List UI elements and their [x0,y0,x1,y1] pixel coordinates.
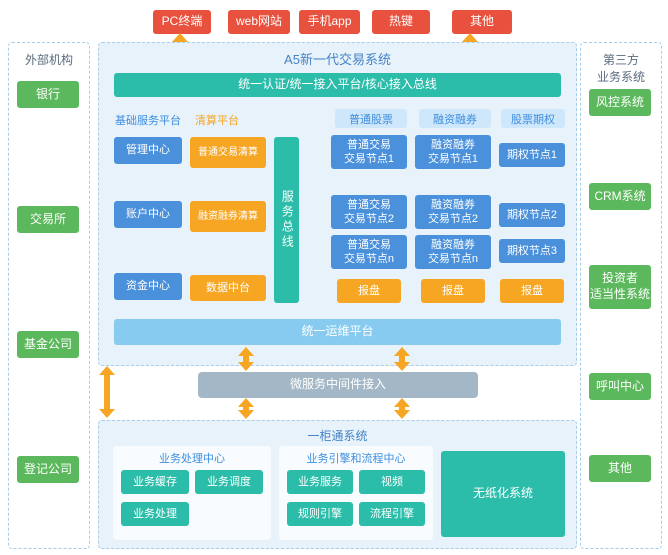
rule-engine-box: 规则引擎 [287,502,353,526]
margin-node-2: 融资融券 交易节点2 [415,195,491,229]
margin-node-n: 融资融券 交易节点n [415,235,491,269]
clearing-normal-trade: 普通交易清算 [190,137,266,168]
clearing-data-middle-platform: 数据中台 [190,275,266,301]
stock-quote-box: 报盘 [337,279,401,303]
engine-flow-label: 业务引擎和流程中心 [306,453,406,465]
external-org-bank: 银行 [17,81,79,108]
arrow-main-to-middleware-right [394,347,410,371]
counter-system-title: 一柜通系统 [307,429,368,443]
stock-node-n: 普通交易 交易节点n [331,235,407,269]
option-node-1: 期权节点1 [499,143,565,167]
margin-quote-box: 报盘 [421,279,485,303]
margin-column-label: 融资融券 [419,109,491,128]
unified-ops-platform-bar: 统一运维平台 [114,319,561,345]
counter-system-panel: 一柜通系统 业务处理中心 业务缓存 业务调度 业务处理 业务引擎和流程中心 业务… [98,420,577,549]
option-node-2: 期权节点2 [499,203,565,227]
clearing-platform-label: 清算平台 [195,115,239,127]
business-process-section: 业务处理中心 业务缓存 业务调度 业务处理 [113,446,271,540]
clearing-margin-trade: 融资融券清算 [190,201,266,232]
arrow-middleware-to-counter-right [394,398,410,419]
terminal-pc: PC终端 [153,10,211,34]
third-party-investor-suitability-system: 投资者 适当性系统 [589,265,651,309]
external-orgs-title: 外部机构 [24,53,73,67]
unified-access-bus-bar: 统一认证/统一接入平台/核心接入总线 [114,73,561,97]
a5-system-title: A5新一代交易系统 [284,52,391,67]
external-orgs-panel: 外部机构 银行 交易所 基金公司 登记公司 [8,42,90,549]
third-party-other: 其他 [589,455,651,482]
stock-column-label: 普通股票 [335,109,407,128]
terminal-mobile-app: 手机app [299,10,360,34]
stock-node-2: 普通交易 交易节点2 [331,195,407,229]
business-processing-box: 业务处理 [121,502,189,526]
third-party-panel: 第三方 业务系统 风控系统 CRM系统 投资者 适当性系统 呼叫中心 其他 [580,42,662,549]
third-party-risk-system: 风控系统 [589,89,651,116]
business-process-label: 业务处理中心 [159,453,225,465]
microservice-middleware-bar: 微服务中间件接入 [198,372,478,398]
business-dispatch-box: 业务调度 [195,470,263,494]
terminal-web: web网站 [228,10,290,34]
video-box: 视频 [359,470,425,494]
business-cache-box: 业务缓存 [121,470,189,494]
arrow-middleware-to-counter-left [238,398,254,419]
terminal-hotkey: 热键 [372,10,430,34]
external-org-fund-company: 基金公司 [17,331,79,358]
third-party-crm-system: CRM系统 [589,183,651,210]
arrow-main-to-middleware-left [238,347,254,371]
base-capital-center: 资金中心 [114,273,182,300]
terminal-other: 其他 [452,10,512,34]
base-management-center: 管理中心 [114,137,182,164]
business-service-box: 业务服务 [287,470,353,494]
stock-node-1: 普通交易 交易节点1 [331,135,407,169]
option-column-label: 股票期权 [501,109,565,128]
option-node-3: 期权节点3 [499,239,565,263]
option-quote-box: 报盘 [500,279,564,303]
base-platform-label: 基础服务平台 [115,115,181,127]
margin-node-1: 融资融券 交易节点1 [415,135,491,169]
external-org-exchange: 交易所 [17,206,79,233]
service-bus-bar: 服务总线 [274,137,299,303]
third-party-call-center: 呼叫中心 [589,373,651,400]
arrow-left-bypass [99,366,115,418]
paperless-system-box: 无纸化系统 [441,451,565,537]
a5-trading-system-panel: A5新一代交易系统 统一认证/统一接入平台/核心接入总线 基础服务平台 清算平台… [98,42,577,366]
external-org-registration-company: 登记公司 [17,456,79,483]
flow-engine-box: 流程引擎 [359,502,425,526]
third-party-title: 第三方 业务系统 [596,53,645,84]
engine-flow-section: 业务引擎和流程中心 业务服务 视频 规则引擎 流程引擎 [279,446,433,540]
base-account-center: 账户中心 [114,201,182,228]
